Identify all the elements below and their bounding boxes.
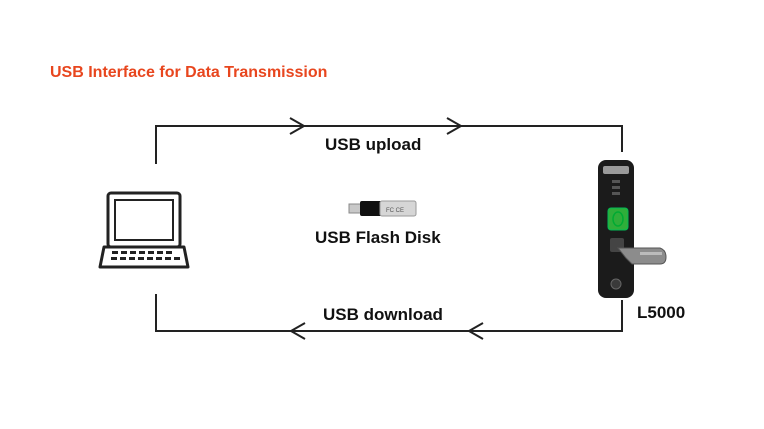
svg-text:FC CE: FC CE xyxy=(386,208,404,214)
upload-arrowhead-1 xyxy=(289,117,307,135)
usb-download-label: USB download xyxy=(323,305,443,324)
download-arrowhead-1 xyxy=(466,322,484,340)
download-line xyxy=(155,294,623,332)
upload-path xyxy=(155,117,623,164)
usb-flash-disk-label: USB Flash Disk xyxy=(315,228,441,247)
upload-arrowhead-2 xyxy=(446,117,464,135)
page-title: USB Interface for Data Transmission xyxy=(50,64,328,81)
fingerprint-door-lock-icon xyxy=(598,160,667,298)
upload-line xyxy=(155,125,623,164)
laptop-icon xyxy=(98,191,190,269)
usb-upload-label: USB upload xyxy=(325,135,422,154)
download-path xyxy=(155,294,623,340)
download-arrowhead-2 xyxy=(288,322,306,340)
usb-flash-disk-icon: FC CE xyxy=(348,200,417,217)
device-model-label: L5000 xyxy=(637,303,686,322)
